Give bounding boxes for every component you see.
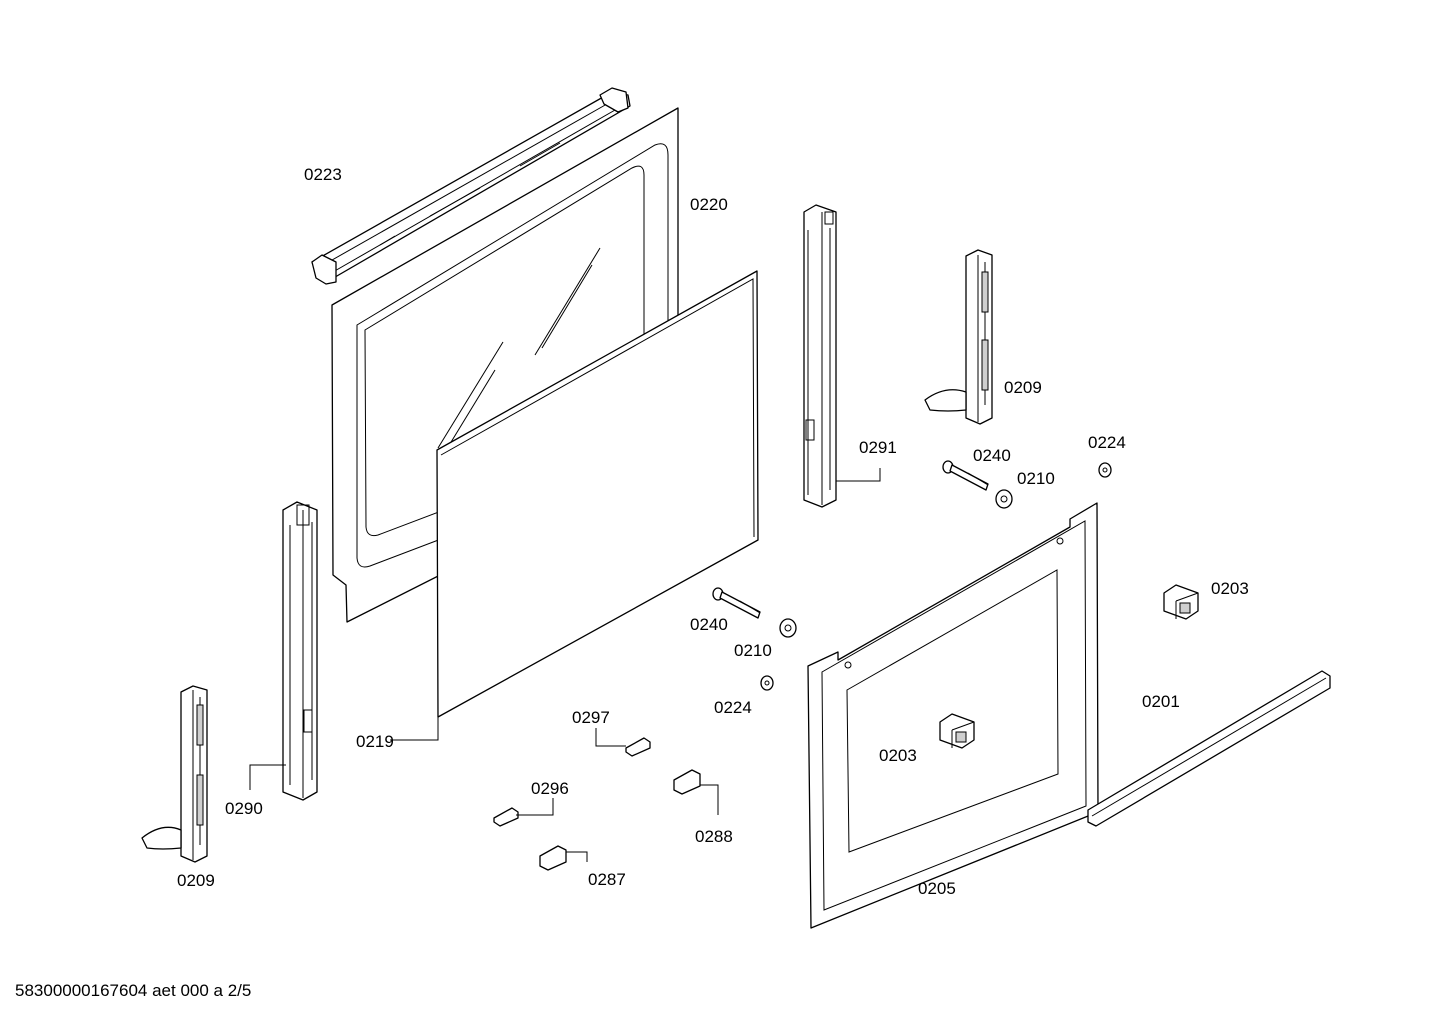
label-0291: 0291 <box>859 438 897 457</box>
part-0203-handle-cap-center <box>939 713 975 749</box>
label-0203-right: 0203 <box>1211 579 1249 598</box>
label-0209-right: 0209 <box>1004 378 1042 397</box>
part-0240-lower-bolt <box>712 587 761 619</box>
label-0240-lower: 0240 <box>690 615 728 634</box>
label-0224-upper: 0224 <box>1088 433 1126 452</box>
label-0219: 0219 <box>356 732 394 751</box>
label-0209-left: 0209 <box>177 871 215 890</box>
label-0288: 0288 <box>695 827 733 846</box>
label-0223: 0223 <box>304 165 342 184</box>
part-0290-rail <box>282 501 318 801</box>
label-0240-upper: 0240 <box>973 446 1011 465</box>
part-0209-right-hinge <box>924 249 993 425</box>
label-0290: 0290 <box>225 799 263 818</box>
part-0224-lower-washer <box>760 675 774 691</box>
part-0287-clip <box>539 845 567 871</box>
label-0205: 0205 <box>918 879 956 898</box>
label-0210-lower: 0210 <box>734 641 772 660</box>
label-0210-upper: 0210 <box>1017 469 1055 488</box>
part-0240-upper-bolt <box>942 460 989 491</box>
label-0297: 0297 <box>572 708 610 727</box>
part-0209-left-hinge <box>141 685 208 863</box>
callout-labels: 0223 0220 0291 0209 0240 0224 0210 0203 … <box>177 165 1249 898</box>
part-0297-clip <box>625 737 651 757</box>
part-0291-rail <box>803 204 837 508</box>
label-0201: 0201 <box>1142 692 1180 711</box>
part-0210-upper-nut <box>995 489 1013 509</box>
label-0203-center: 0203 <box>879 746 917 765</box>
part-0223-top-trim <box>311 87 631 285</box>
part-0203-handle-cap-right <box>1163 584 1199 620</box>
label-0224-lower: 0224 <box>714 698 752 717</box>
part-0224-upper-washer <box>1098 462 1112 478</box>
label-0287: 0287 <box>588 870 626 889</box>
label-0220: 0220 <box>690 195 728 214</box>
part-0219-glass-pane <box>436 270 759 718</box>
part-0296-clip <box>493 807 519 827</box>
part-0201-handle-bar <box>1087 670 1331 827</box>
leader-lines <box>249 468 881 862</box>
label-0296: 0296 <box>531 779 569 798</box>
part-0288-clip <box>673 769 701 795</box>
drawing-reference-footer: 58300000167604 aet 000 a 2/5 <box>15 981 252 1000</box>
part-0210-lower-nut <box>779 618 797 638</box>
